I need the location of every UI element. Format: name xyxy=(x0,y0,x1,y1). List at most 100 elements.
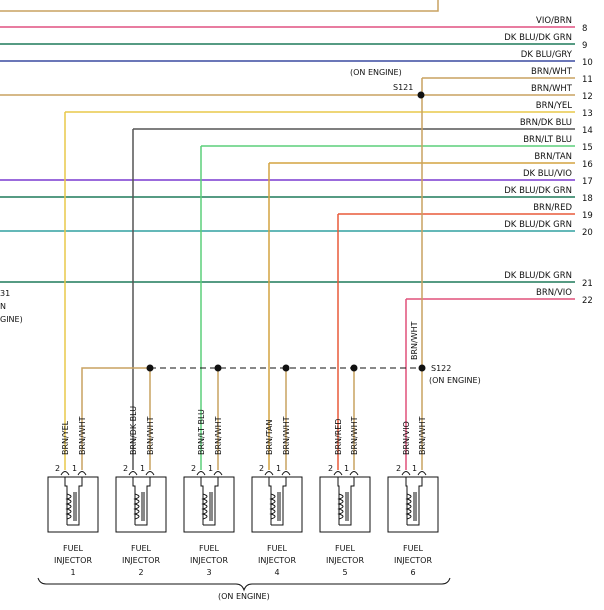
injector-6-coil-lead-a xyxy=(405,477,408,525)
bus-splice-dot-2 xyxy=(214,364,222,372)
injector-5-connector-2 xyxy=(349,471,359,476)
injector-1-name1: FUEL xyxy=(63,544,84,553)
injector-4-pin-signal: 2 xyxy=(259,464,264,473)
injector-1-name2: INJECTOR xyxy=(54,556,93,565)
injector-2-pin-signal: 2 xyxy=(123,464,128,473)
injector-6-coil-lead-b xyxy=(407,477,423,526)
bus-splice-dot-4 xyxy=(350,364,358,372)
bottom-bracket xyxy=(37,577,451,592)
injector-2-body xyxy=(115,476,167,533)
harness-pin-12: 12 xyxy=(582,92,593,102)
injector-4-coil-lead-b xyxy=(271,477,287,526)
injector-5-name1: FUEL xyxy=(335,544,356,553)
splice-s122-note: (ON ENGINE) xyxy=(429,376,481,385)
left-fragment-line1: 31 xyxy=(0,289,10,298)
injector-4-connector-1 xyxy=(264,471,274,476)
injector-1-feed-wire xyxy=(81,367,150,470)
injector-4-coil xyxy=(269,493,276,520)
injector-4-connector-2 xyxy=(281,471,291,476)
harness-label-19: BRN/RED xyxy=(533,203,572,213)
injector-3-number: 3 xyxy=(206,568,211,577)
injector-3-pin-feed: 1 xyxy=(208,464,213,473)
bus-splice-dot-1 xyxy=(146,364,154,372)
injector-3-connector-1 xyxy=(196,471,206,476)
harness-pin-18: 18 xyxy=(582,194,593,204)
harness-pin-17: 17 xyxy=(582,177,593,187)
injector-1-connector-2 xyxy=(77,471,87,476)
injector-1-coil xyxy=(65,493,72,520)
injector-5-signal-label: BRN/RED xyxy=(334,419,343,456)
injector-5-connector-1 xyxy=(333,471,343,476)
injector-4-feed-label: BRN/WHT xyxy=(282,416,291,455)
injector-5-number: 5 xyxy=(342,568,347,577)
harness-pin-13: 13 xyxy=(582,109,593,119)
injector-1-coil-lead-b xyxy=(67,477,83,526)
injector-3-connector-2 xyxy=(213,471,223,476)
splice-s121-note: (ON ENGINE) xyxy=(350,68,402,77)
injector-4-coil-lead-a xyxy=(268,477,272,525)
harness-label-14: BRN/DK BLU xyxy=(520,118,572,128)
injector-2-name1: FUEL xyxy=(131,544,152,553)
injector-6-signal-label: BRN/VIO xyxy=(402,421,411,455)
injector-1-feed-label: BRN/WHT xyxy=(78,416,87,455)
injector-2-coil-lead-b xyxy=(135,477,151,526)
left-fragment-line2: N xyxy=(0,302,6,311)
injector-3-coil xyxy=(201,493,208,520)
injector-2-connector-2 xyxy=(145,471,155,476)
injector-4-name2: INJECTOR xyxy=(258,556,297,565)
injector-3-name2: INJECTOR xyxy=(190,556,229,565)
harness-label-15: BRN/LT BLU xyxy=(523,135,572,145)
injector-6-body xyxy=(387,476,439,533)
harness-pin-11: 11 xyxy=(582,75,593,85)
injector-3-pin-signal: 2 xyxy=(191,464,196,473)
splice-s121-name: S121 xyxy=(393,83,413,92)
harness-label-21: DK BLU/DK GRN xyxy=(504,271,572,281)
injector-6-feed-label: BRN/WHT xyxy=(418,416,427,455)
vertical-feed-label: BRN/WHT xyxy=(410,321,419,360)
left-fragment-line3: GINE) xyxy=(0,315,23,324)
injector-4-pin-feed: 1 xyxy=(276,464,281,473)
harness-label-22: BRN/VIO xyxy=(536,288,572,298)
harness-label-12: BRN/WHT xyxy=(531,84,573,94)
harness-pin-22: 22 xyxy=(582,296,593,306)
injector-1-signal-label: BRN/YEL xyxy=(61,420,70,455)
injector-2-signal-label: BRN/DK BLU xyxy=(129,406,138,455)
harness-pin-9: 9 xyxy=(582,41,587,51)
injector-2-coil-lead-a xyxy=(132,477,136,525)
injector-2-name2: INJECTOR xyxy=(122,556,161,565)
injector-6-number: 6 xyxy=(410,568,415,577)
injector-4-number: 4 xyxy=(274,568,279,577)
injector-2-connector-1 xyxy=(128,471,138,476)
harness-label-17: DK BLU/VIO xyxy=(523,169,572,179)
injector-6-pin-signal: 2 xyxy=(396,464,401,473)
harness-pin-19: 19 xyxy=(582,211,593,221)
injector-6-pin-feed: 1 xyxy=(412,464,417,473)
injector-6-connector-2 xyxy=(417,471,427,476)
injector-5-coil-lead-b xyxy=(339,477,355,526)
injector-2-number: 2 xyxy=(138,568,143,577)
harness-pin-15: 15 xyxy=(582,143,593,153)
injector-1-connector-1 xyxy=(60,471,70,476)
injector-6-name2: INJECTOR xyxy=(394,556,433,565)
injector-4-body xyxy=(251,476,303,533)
injector-1-pin-signal: 2 xyxy=(55,464,60,473)
bus-splice-dot-5 xyxy=(418,364,426,372)
harness-pin-16: 16 xyxy=(582,160,593,170)
bus-splice-dot-3 xyxy=(282,364,290,372)
injector-3-body xyxy=(183,476,235,533)
injector-4-signal-label: BRN/TAN xyxy=(265,420,274,455)
harness-pin-20: 20 xyxy=(582,228,593,238)
injector-5-coil-lead-a xyxy=(337,477,340,525)
injector-5-feed-label: BRN/WHT xyxy=(350,416,359,455)
injector-3-name1: FUEL xyxy=(199,544,220,553)
injector-5-name2: INJECTOR xyxy=(326,556,365,565)
injector-5-body xyxy=(319,476,371,533)
